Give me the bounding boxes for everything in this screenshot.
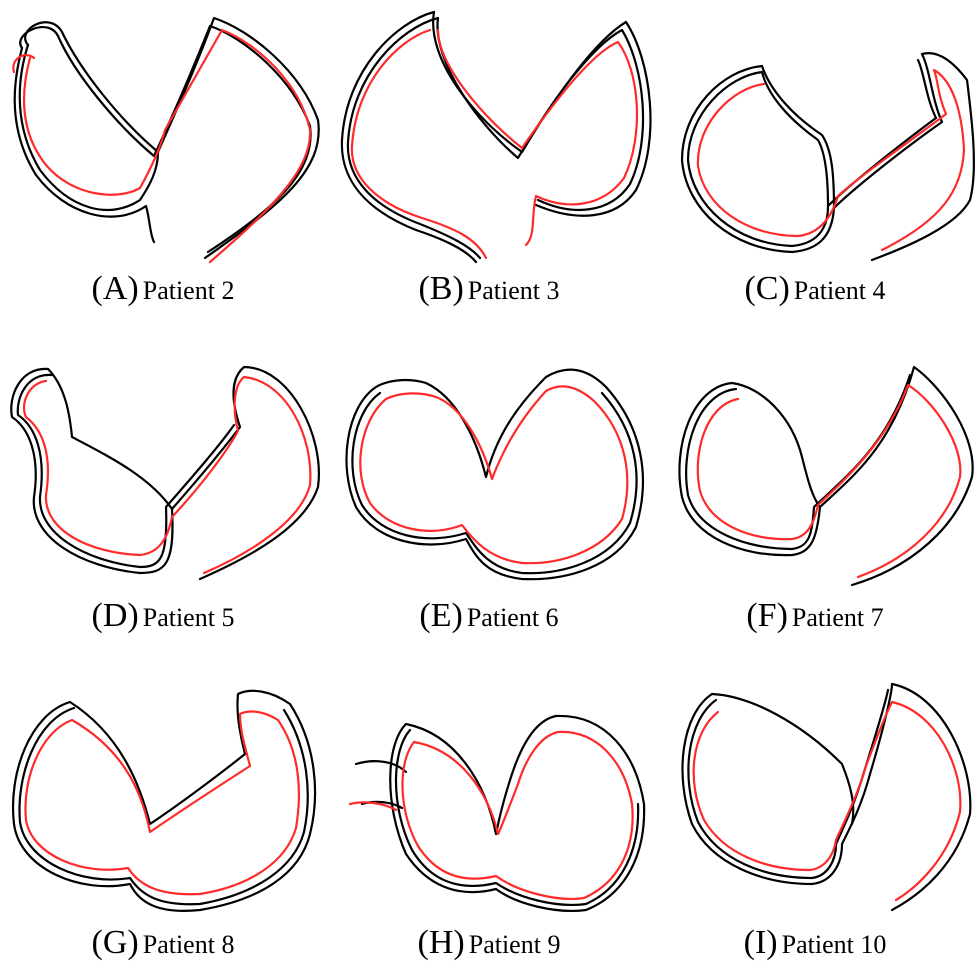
panel-e-label: Patient 6 — [467, 603, 559, 632]
panel-h: (H) Patient 9 — [326, 654, 652, 980]
panel-f-label: Patient 7 — [792, 603, 884, 632]
panel-d: (D) Patient 5 — [0, 327, 326, 653]
panel-c-label: Patient 4 — [794, 276, 886, 305]
panel-e-contours — [326, 327, 652, 592]
panel-g-letter: (G) — [92, 924, 139, 961]
panel-i-caption: (I) Patient 10 — [652, 924, 978, 962]
panel-i-label: Patient 10 — [782, 930, 887, 959]
panel-i-letter: (I) — [744, 924, 778, 961]
panel-e: (E) Patient 6 — [326, 327, 652, 653]
panel-c-letter: (C) — [744, 270, 789, 307]
panel-h-letter: (H) — [418, 924, 465, 961]
panel-b-label: Patient 3 — [468, 276, 560, 305]
panel-b-contours — [326, 0, 652, 265]
panel-f: (F) Patient 7 — [652, 327, 978, 653]
panel-a-caption: (A) Patient 2 — [0, 270, 326, 308]
panel-g-label: Patient 8 — [143, 930, 235, 959]
panel-a-label: Patient 2 — [143, 276, 235, 305]
panel-d-contours — [0, 327, 326, 592]
panel-i: (I) Patient 10 — [652, 654, 978, 980]
panel-b-letter: (B) — [418, 270, 463, 307]
panel-f-letter: (F) — [746, 597, 788, 634]
panel-g-caption: (G) Patient 8 — [0, 924, 326, 962]
panel-b: (B) Patient 3 — [326, 0, 652, 326]
panel-c: (C) Patient 4 — [652, 0, 978, 326]
panel-d-label: Patient 5 — [143, 603, 235, 632]
panel-a: (A) Patient 2 — [0, 0, 326, 326]
panel-a-letter: (A) — [92, 270, 139, 307]
panel-f-contours — [652, 327, 978, 592]
panel-e-letter: (E) — [419, 597, 462, 634]
panel-f-caption: (F) Patient 7 — [652, 597, 978, 635]
panel-d-caption: (D) Patient 5 — [0, 597, 326, 635]
panel-i-contours — [652, 654, 978, 919]
panel-h-label: Patient 9 — [469, 930, 561, 959]
panel-e-caption: (E) Patient 6 — [326, 597, 652, 635]
panel-a-contours — [0, 0, 326, 265]
panel-c-contours — [652, 0, 978, 265]
panel-h-contours — [326, 654, 652, 919]
panel-d-letter: (D) — [92, 597, 139, 634]
panel-g-contours — [0, 654, 326, 919]
panel-h-caption: (H) Patient 9 — [326, 924, 652, 962]
panel-c-caption: (C) Patient 4 — [652, 270, 978, 308]
panel-g: (G) Patient 8 — [0, 654, 326, 980]
panel-b-caption: (B) Patient 3 — [326, 270, 652, 308]
